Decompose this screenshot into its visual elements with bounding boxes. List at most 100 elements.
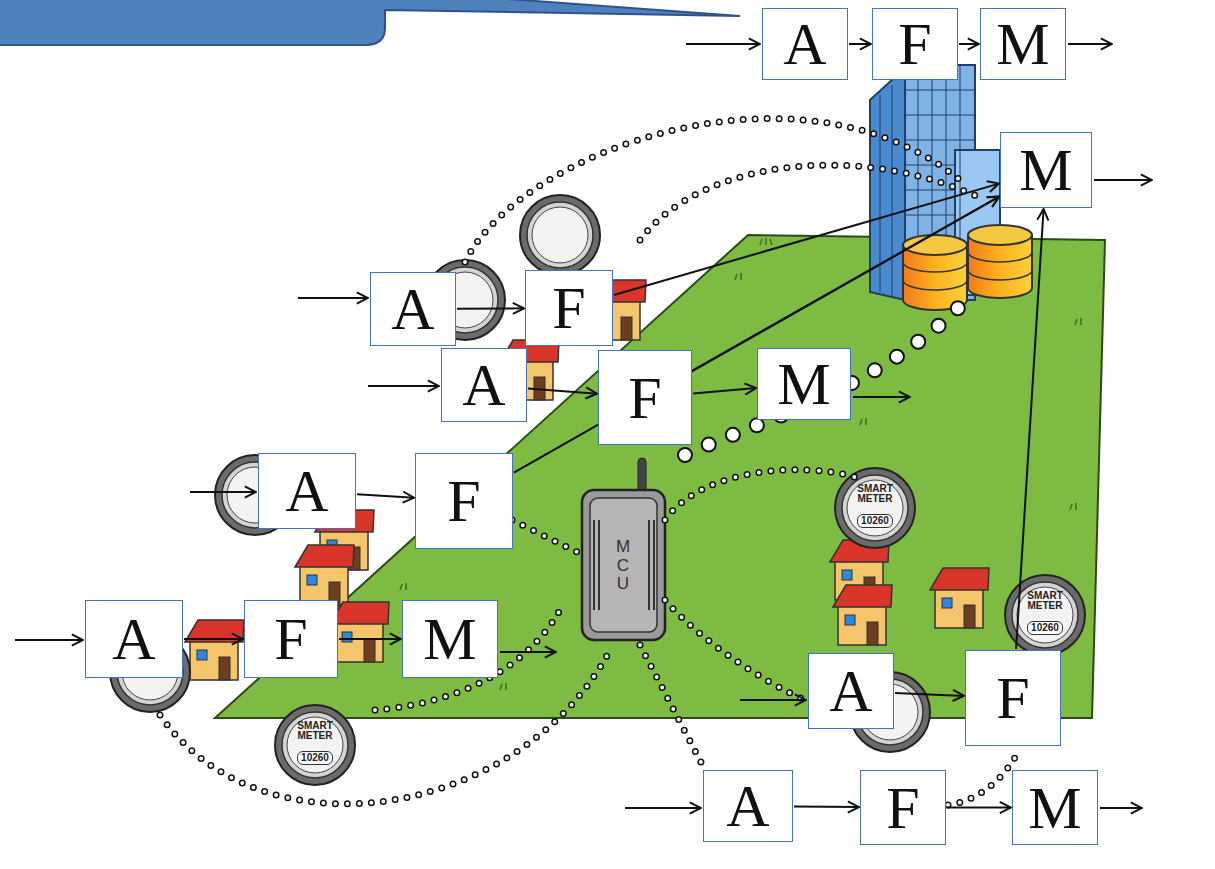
process-box: M (402, 600, 498, 678)
process-box: F (244, 600, 338, 678)
grass (400, 583, 406, 590)
house (185, 620, 244, 680)
flow-arrow (614, 184, 999, 295)
process-box: M (757, 348, 851, 420)
flow-arrow (959, 43, 979, 45)
smart-meter (520, 195, 600, 275)
communication-link (685, 298, 968, 455)
grass (735, 273, 741, 280)
house (295, 545, 354, 605)
storage-cylinder (903, 262, 967, 290)
box-letter: M (1019, 140, 1072, 200)
flow-arrow (184, 638, 243, 640)
signal-arrow (686, 43, 760, 45)
smart-meter (110, 195, 1085, 785)
flow-arrow (693, 388, 756, 393)
communication-link (465, 119, 960, 262)
box-letter: M (423, 609, 476, 669)
process-box: F (872, 8, 958, 80)
meter-reading: 10260 (297, 751, 333, 766)
box-letter: A (462, 355, 505, 415)
flow-arrow (1016, 209, 1044, 649)
box-letter: F (447, 471, 480, 531)
process-box: F (525, 270, 613, 346)
communication-link (665, 470, 858, 520)
process-box: M (1000, 132, 1092, 208)
smart-meter (835, 468, 915, 548)
flow-arrow (457, 307, 524, 309)
flow-arrow (528, 388, 597, 393)
communication-link (160, 119, 1020, 805)
meter-reading: 10260 (857, 514, 893, 529)
process-box: A (762, 8, 848, 80)
box-letter: F (274, 609, 307, 669)
process-box: A (703, 770, 793, 842)
box-letter: A (112, 609, 155, 669)
communication-link (512, 520, 585, 556)
callout-bubble (0, 0, 740, 45)
meter-label: SMART METER (290, 721, 340, 742)
process-box: F (965, 650, 1061, 746)
mcu-device (638, 458, 646, 494)
communication-link (640, 645, 705, 770)
grass (500, 683, 506, 690)
box-letter: A (391, 279, 434, 339)
communication-link (465, 119, 960, 262)
mcu-device (582, 458, 665, 640)
flow-arrow (849, 43, 871, 45)
signal-arrow (853, 396, 910, 398)
house (930, 568, 989, 628)
grass (760, 238, 772, 245)
process-box: A (85, 600, 183, 678)
process-box: F (598, 350, 692, 445)
grass (1075, 318, 1081, 325)
box-letter: F (898, 14, 931, 74)
flow-arrow (794, 805, 859, 808)
signal-arrow (190, 491, 256, 493)
process-box: A (441, 348, 527, 422)
mcu-device (594, 520, 654, 610)
storage-cylinder (968, 225, 1032, 245)
signal-arrow (1100, 807, 1142, 809)
signal-arrow (368, 385, 439, 387)
smart-meter (275, 705, 355, 785)
process-box: M (980, 8, 1066, 80)
meter-label: SMART METER (1020, 591, 1070, 612)
communication-link (640, 645, 705, 770)
process-box: F (415, 453, 513, 549)
box-letter: A (783, 14, 826, 74)
communication-link (665, 600, 805, 700)
box-letter: M (1028, 778, 1081, 838)
grass (400, 238, 1081, 690)
box-letter: F (552, 278, 585, 338)
signal-arrow (298, 297, 368, 299)
box-letter: A (285, 461, 328, 521)
device-label: MCU (615, 538, 632, 594)
meter-reading: 10260 (1027, 621, 1063, 636)
box-letter: M (777, 354, 830, 414)
communication-link (160, 650, 610, 804)
house (330, 602, 389, 662)
communication-link (160, 650, 610, 804)
box-letter: F (628, 368, 661, 428)
mcu-device (582, 490, 665, 640)
mcu-device (590, 498, 657, 632)
communication-link (665, 470, 858, 520)
meter-label: SMART METER (850, 484, 900, 505)
box-letter: M (996, 14, 1049, 74)
flow-arrow (514, 197, 999, 473)
process-box: A (258, 453, 356, 529)
box-letter: F (996, 668, 1029, 728)
communication-link (512, 520, 585, 556)
flow-arrow (357, 494, 414, 498)
signal-arrow (1094, 179, 1152, 181)
box-letter: A (726, 776, 769, 836)
flow-arrow (895, 693, 964, 696)
process-box: F (860, 770, 946, 845)
flow-arrow (339, 638, 401, 640)
grass (1070, 503, 1076, 510)
box-letter: F (886, 778, 919, 838)
storage-cylinder (968, 252, 1032, 280)
grass (860, 418, 866, 425)
